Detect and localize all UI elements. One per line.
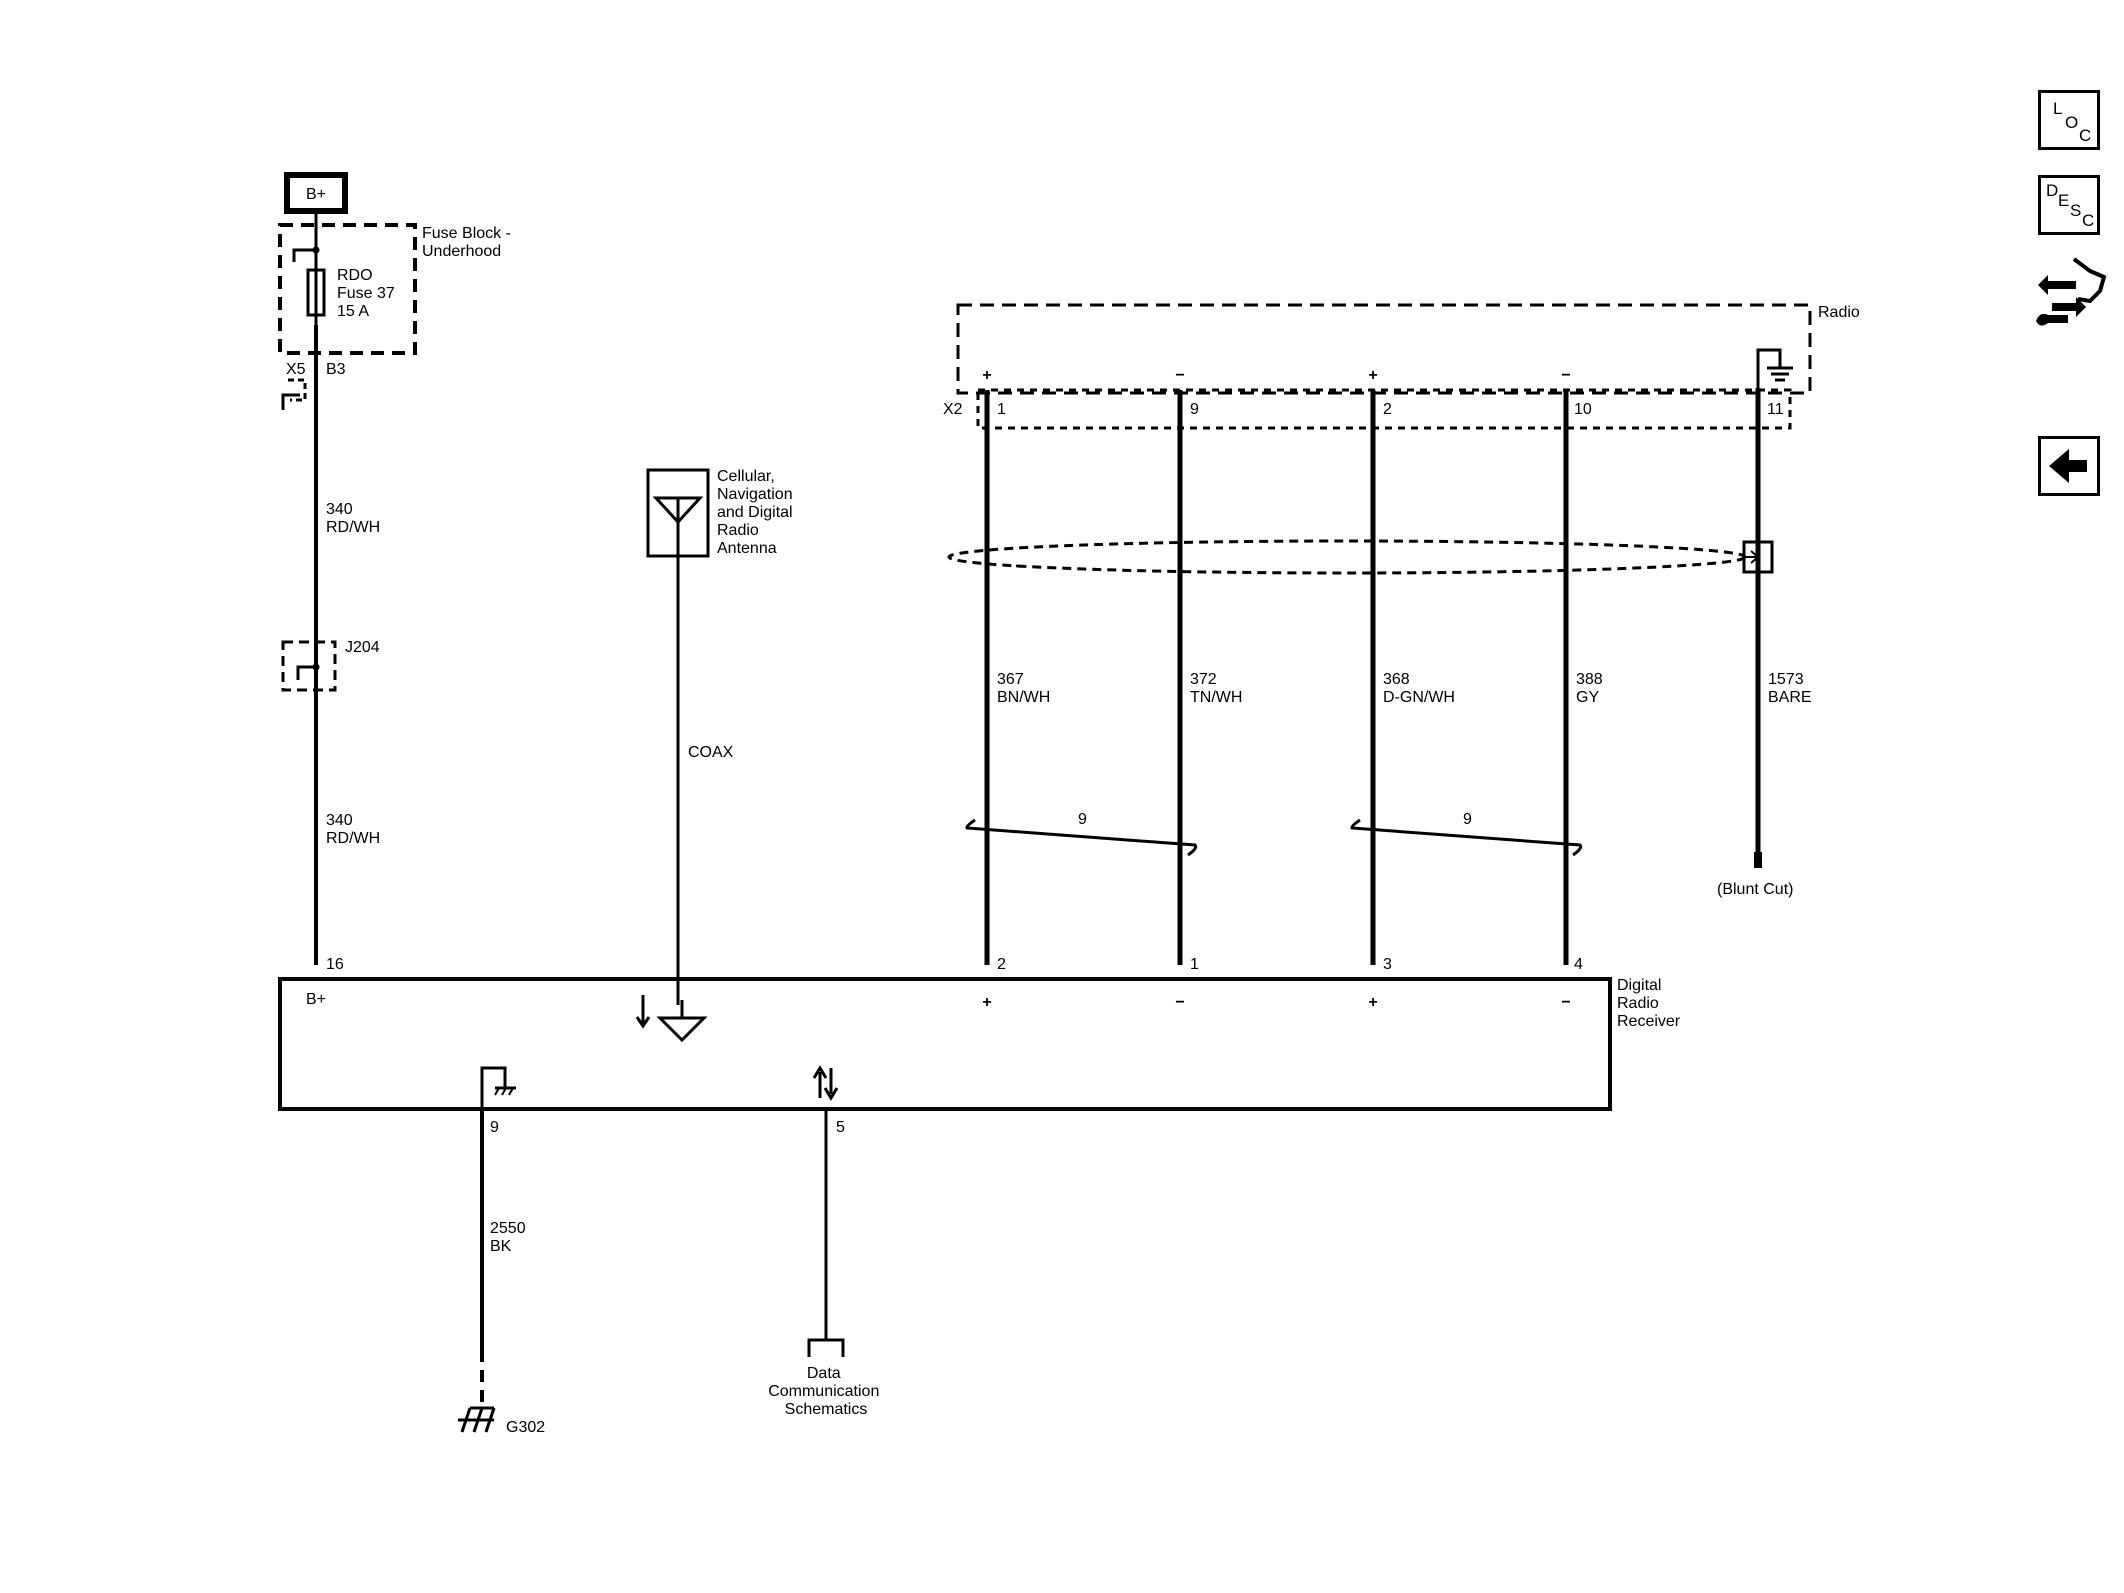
digital-radio-receiver-box <box>278 977 1612 1111</box>
shield-drain-ellipse <box>947 539 1747 575</box>
svg-text:9: 9 <box>1190 401 1199 418</box>
antenna-label: Cellular, Navigation and Digital Radio A… <box>717 468 797 557</box>
twist-marker-a <box>965 818 1198 857</box>
twist-a-label: 9 <box>1078 811 1087 828</box>
fuse-block-label: Fuse Block - Underhood <box>422 225 515 260</box>
wire-388-label: 388 GY <box>1576 671 1607 706</box>
description-button[interactable]: D E S C <box>2038 175 2100 235</box>
connector-wrench-icon[interactable] <box>2034 255 2108 335</box>
radio-pin-numbers: 1 9 2 10 11 <box>997 401 1784 418</box>
fuse-label: RDO Fuse 37 15 A <box>337 267 399 320</box>
x2-connector-outline <box>976 388 1792 430</box>
svg-text:−: − <box>1175 367 1184 384</box>
svg-text:+: + <box>1368 367 1377 384</box>
svg-text:+: + <box>1368 994 1377 1011</box>
radio-label: Radio <box>1818 304 1860 321</box>
receiver-bplus-label: B+ <box>306 991 326 1008</box>
svg-text:−: − <box>1561 367 1570 384</box>
svg-text:2: 2 <box>1383 401 1392 418</box>
receiver-pin-9: 9 <box>490 1119 499 1136</box>
svg-text:10: 10 <box>1574 401 1592 418</box>
blunt-cut-label: (Blunt Cut) <box>1717 881 1793 898</box>
fuse-block-outline <box>278 223 417 355</box>
svg-text:3: 3 <box>1383 956 1392 973</box>
wire-2550-label: 2550 BK <box>490 1220 530 1255</box>
twist-marker-b <box>1350 818 1583 857</box>
loc-letter-o: O <box>2065 113 2079 132</box>
svg-text:11: 11 <box>1767 401 1784 418</box>
receiver-label: Digital Radio Receiver <box>1617 977 1681 1030</box>
desc-letter-d: D <box>2046 181 2059 200</box>
desc-letter-c: C <box>2082 211 2095 230</box>
radio-polarity-marks: + − + − <box>982 367 1570 384</box>
svg-text:+: + <box>982 994 991 1011</box>
radio-component-outline <box>956 303 1812 395</box>
data-comm-stub <box>807 1338 845 1357</box>
svg-text:1: 1 <box>997 401 1006 418</box>
loc-letter-c: C <box>2079 126 2092 145</box>
receiver-polarity-marks: + − + − <box>982 994 1570 1011</box>
wire-1573-label: 1573 BARE <box>1768 671 1812 706</box>
svg-text:2: 2 <box>997 956 1006 973</box>
desc-letter-s: S <box>2070 201 2082 220</box>
splice-j204 <box>281 640 337 692</box>
svg-text:−: − <box>1175 994 1184 1011</box>
svg-text:4: 4 <box>1574 956 1583 973</box>
desc-letter-e: E <box>2058 191 2070 210</box>
receiver-pin-5: 5 <box>836 1119 845 1136</box>
x2-connector-label: X2 <box>943 401 963 418</box>
back-button[interactable] <box>2038 436 2100 496</box>
twist-b-label: 9 <box>1463 811 1472 828</box>
loc-letter-l: L <box>2053 99 2063 118</box>
receiver-pin-16: 16 <box>326 956 344 973</box>
data-comm-label: Data Communication Schematics <box>768 1365 884 1418</box>
splice-j204-label: J204 <box>345 639 380 656</box>
x5-connector-label: X5 <box>286 361 306 378</box>
bplus-source-label: B+ <box>306 186 326 203</box>
wire-372-label: 372 TN/WH <box>1190 671 1242 706</box>
back-arrow-icon <box>2049 449 2087 483</box>
receiver-pin-numbers: 2 1 3 4 <box>997 956 1583 973</box>
ground-g302-label: G302 <box>506 1419 545 1436</box>
svg-text:1: 1 <box>1190 956 1199 973</box>
wire-340-upper-label: 340 RD/WH <box>326 501 380 536</box>
b3-cavity-label: B3 <box>326 361 346 378</box>
location-button[interactable]: L O C <box>2038 90 2100 150</box>
coax-label: COAX <box>688 744 734 761</box>
wire-340-lower-label: 340 RD/WH <box>326 812 380 847</box>
wire-368-label: 368 D-GN/WH <box>1383 671 1455 706</box>
svg-text:+: + <box>982 367 991 384</box>
svg-text:−: − <box>1561 994 1570 1011</box>
wire-367-label: 367 BN/WH <box>997 671 1050 706</box>
